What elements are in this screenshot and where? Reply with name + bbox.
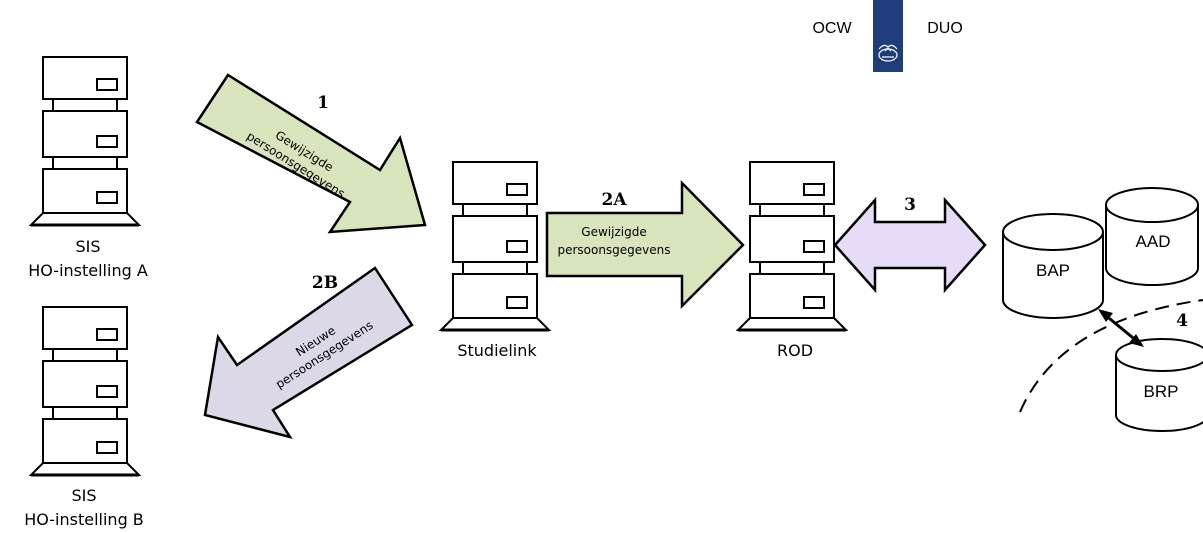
flow-3-number: 3 [904,195,916,215]
header: OCW DUO [812,0,963,72]
studielink-label: Studielink [457,341,537,360]
flow-2b-shape [203,266,414,439]
sis-a-label-line2: HO-instelling A [28,261,148,280]
rod-label: ROD [777,341,813,360]
flow-2b-number: 2B [312,273,338,293]
sis-a-server: SIS HO-instelling A [28,55,148,280]
server-icon [736,160,848,332]
flow-4: 4 [1019,299,1203,413]
flow-1-number: 1 [317,93,329,113]
flow-4-number: 4 [1176,311,1188,331]
bap-label: BAP [1036,261,1070,280]
brp-database: BRP [1115,338,1203,432]
flow-1-shape [195,73,427,234]
studielink-server: Studielink [439,160,551,360]
boundary-dashed-arc [1019,299,1203,413]
flow-4-arrowhead-top [1098,309,1113,322]
bap-database: BAP [1002,213,1104,319]
flow-2a-arrow: 2A Gewijzigde persoonsgegevens [545,179,745,310]
server-icon [29,55,141,227]
server-icon [439,160,551,332]
flow-3-arrow: 3 [833,195,987,294]
sis-b-label-line2: HO-instelling B [24,510,144,529]
flow-2b-arrow: 2B Nieuwe persoonsgegevens [203,266,414,439]
flow-1-arrow: 1 Gewijzigde persoonsgegevens [195,73,427,234]
flow-2a-text-line1: Gewijzigde [581,225,646,239]
sis-a-label-line1: SIS [75,237,100,256]
aad-database: AAD [1105,187,1199,286]
sis-b-server: SIS HO-instelling B [24,305,144,529]
flow-2a-shape [545,179,745,310]
duo-label: DUO [927,20,963,37]
brp-label: BRP [1144,382,1179,401]
ocw-label: OCW [812,20,852,37]
rod-server: ROD [736,160,848,360]
sis-b-label-line1: SIS [71,486,96,505]
server-icon [29,305,141,477]
flow-4-line [1103,312,1139,344]
flow-2a-text-line2: persoonsgegevens [557,243,670,257]
flow-4-arrowhead-bottom [1129,334,1144,347]
rijksoverheid-crest-icon [873,0,903,72]
flow-3-shape [833,196,987,294]
flow-2a-number: 2A [601,190,627,210]
aad-label: AAD [1136,232,1171,251]
